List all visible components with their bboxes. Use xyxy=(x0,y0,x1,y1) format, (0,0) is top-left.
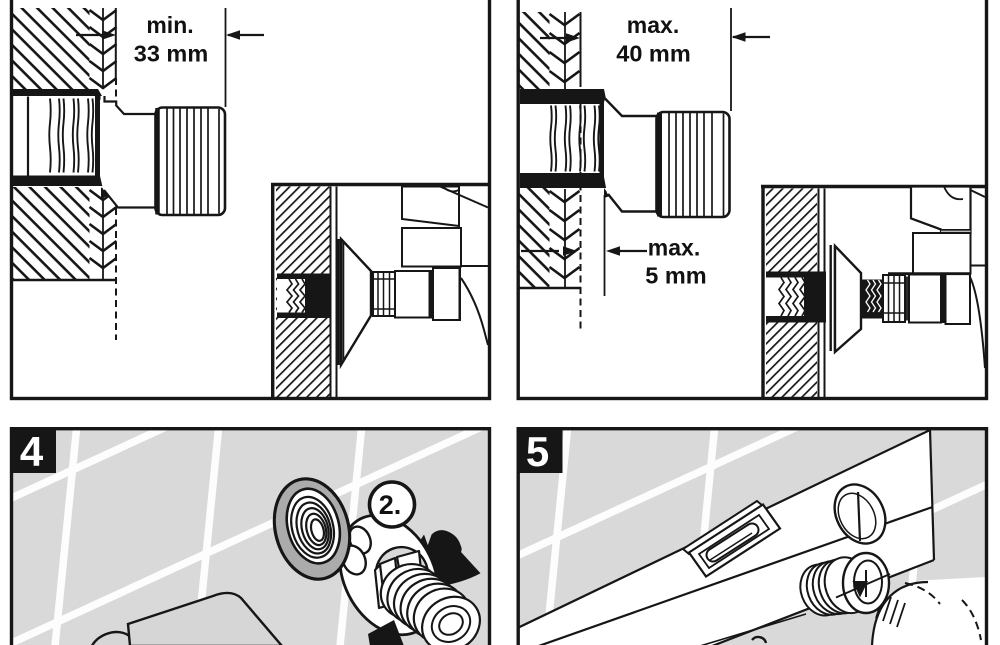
svg-text:min.: min. xyxy=(146,12,193,38)
svg-text:40 mm: 40 mm xyxy=(616,41,690,67)
svg-text:33 mm: 33 mm xyxy=(134,41,208,67)
svg-text:2.: 2. xyxy=(379,490,402,520)
svg-text:max.: max. xyxy=(648,235,700,261)
svg-text:4: 4 xyxy=(20,428,44,475)
svg-text:5 mm: 5 mm xyxy=(645,263,706,289)
svg-text:5: 5 xyxy=(526,428,549,475)
svg-text:max.: max. xyxy=(627,12,679,38)
